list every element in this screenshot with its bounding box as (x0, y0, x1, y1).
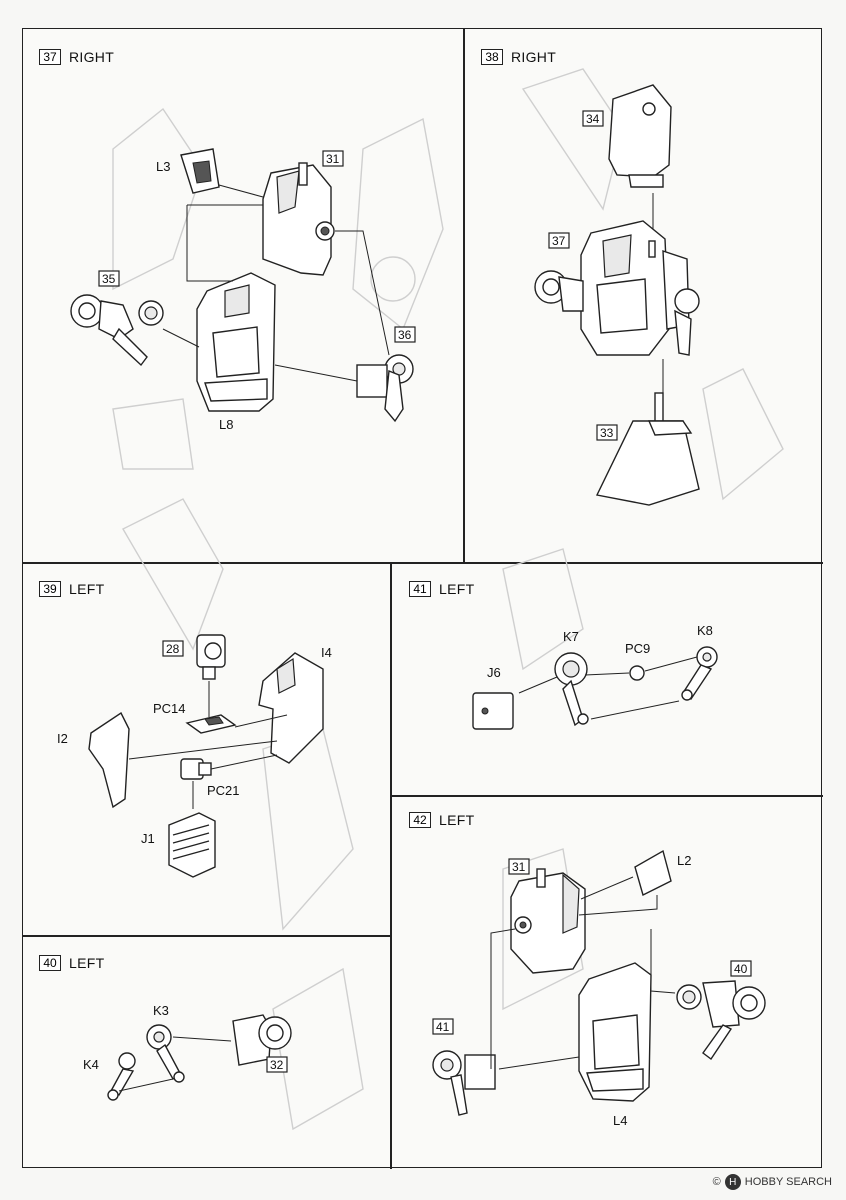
label-31-left: 31 (508, 858, 530, 875)
step-side: LEFT (439, 812, 475, 828)
part-40: 40 (676, 960, 766, 1061)
part-33: 33 (595, 392, 700, 506)
step-number: 37 (39, 49, 61, 65)
part-K3: K3 (146, 1003, 185, 1083)
part-K8: K8 (681, 623, 718, 701)
step-38-header: 38 RIGHT (481, 49, 556, 65)
step-side: LEFT (439, 581, 475, 597)
svg-text:32: 32 (270, 1058, 284, 1072)
svg-text:31: 31 (326, 152, 340, 166)
svg-text:40: 40 (734, 962, 748, 976)
copyright-symbol: © (712, 1176, 721, 1188)
part-I4: I4 (258, 645, 332, 764)
label-K4: K4 (83, 1057, 99, 1072)
part-L4: L4 (578, 962, 652, 1128)
svg-text:41: 41 (436, 1020, 450, 1034)
step-40-header: 40 LEFT (39, 955, 104, 971)
label-35: 35 (98, 270, 120, 287)
label-J1: J1 (141, 831, 155, 846)
step-number: 38 (481, 49, 503, 65)
label-PC9: PC9 (625, 641, 650, 656)
label-40: 40 (730, 960, 752, 977)
part-32: 32 (232, 1014, 292, 1073)
label-33: 33 (596, 424, 618, 441)
label-J6: J6 (487, 665, 501, 680)
part-J6: J6 (472, 665, 514, 730)
instruction-page: 37 RIGHT 38 RIGHT 39 LEFT 41 LEFT 40 LEF… (22, 28, 823, 1169)
part-PC21: PC21 (180, 758, 240, 798)
step-42-header: 42 LEFT (409, 812, 474, 828)
label-PC14: PC14 (153, 701, 186, 716)
divider-horizontal-right (390, 795, 823, 797)
part-28: 28 (162, 634, 226, 680)
step-37-art: L3 31 (70, 148, 416, 432)
assembly-illustrations: L3 31 (57, 68, 784, 1131)
part-35: 35 (70, 270, 164, 367)
part-31-left: 31 (508, 858, 586, 974)
part-L3: L3 (156, 148, 220, 194)
step-42-art: 31 L2 40 (432, 849, 766, 1128)
svg-text:36: 36 (398, 328, 412, 342)
svg-text:37: 37 (552, 234, 566, 248)
label-31: 31 (322, 150, 344, 167)
label-K3: K3 (153, 1003, 169, 1018)
part-34: 34 (582, 84, 672, 188)
label-L2: L2 (677, 853, 691, 868)
label-L3: L3 (156, 159, 170, 174)
step-41-header: 41 LEFT (409, 581, 474, 597)
step-side: RIGHT (69, 49, 115, 65)
part-36: 36 (356, 326, 416, 423)
divider-horizontal-top (23, 562, 823, 564)
step-side: LEFT (69, 955, 105, 971)
part-PC14: PC14 (153, 701, 237, 734)
step-side: RIGHT (511, 49, 557, 65)
part-J1: J1 (141, 812, 216, 878)
background-ghost-art (112, 68, 784, 1131)
part-I2: I2 (57, 711, 130, 809)
label-I4: I4 (321, 645, 332, 660)
divider-horizontal-left (23, 935, 390, 937)
label-K8: K8 (697, 623, 713, 638)
part-PC9: PC9 (625, 641, 650, 681)
step-number: 40 (39, 955, 61, 971)
step-side: LEFT (69, 581, 105, 597)
brand-name: HOBBY SEARCH (744, 1176, 832, 1188)
label-34: 34 (582, 110, 604, 127)
label-41: 41 (432, 1018, 454, 1035)
svg-text:28: 28 (166, 642, 180, 656)
divider-vertical-mid (390, 562, 392, 1169)
svg-text:34: 34 (586, 112, 600, 126)
step-number: 42 (409, 812, 431, 828)
svg-text:33: 33 (600, 426, 614, 440)
label-32: 32 (266, 1056, 288, 1073)
step-41-art: K7 PC9 K8 J6 (472, 623, 718, 730)
step-38-art: 34 37 (534, 84, 700, 506)
part-37: 37 (534, 220, 700, 356)
step-39-header: 39 LEFT (39, 581, 104, 597)
label-K7: K7 (563, 629, 579, 644)
label-I2: I2 (57, 731, 68, 746)
label-28: 28 (162, 640, 184, 657)
footer-watermark: © H HOBBY SEARCH (713, 1174, 832, 1190)
step-39-art: 28 I4 PC14 I2 (57, 634, 332, 878)
step-number: 41 (409, 581, 431, 597)
part-L2: L2 (634, 849, 691, 897)
step-40-art: K3 K4 32 (83, 1003, 292, 1101)
divider-vertical-top (463, 29, 465, 562)
hobby-search-logo-icon: H (724, 1174, 741, 1190)
part-K4: K4 (83, 1052, 136, 1101)
label-L4: L4 (613, 1113, 627, 1128)
part-31: 31 (262, 150, 344, 276)
step-number: 39 (39, 581, 61, 597)
label-36: 36 (394, 326, 416, 343)
label-L8: L8 (219, 417, 233, 432)
svg-text:31: 31 (512, 860, 526, 874)
part-L8: L8 (196, 272, 276, 432)
svg-text:35: 35 (102, 272, 116, 286)
label-37: 37 (548, 232, 570, 249)
label-PC21: PC21 (207, 783, 240, 798)
part-41: 41 (432, 1018, 496, 1116)
part-K7: K7 (554, 629, 589, 727)
step-37-header: 37 RIGHT (39, 49, 114, 65)
